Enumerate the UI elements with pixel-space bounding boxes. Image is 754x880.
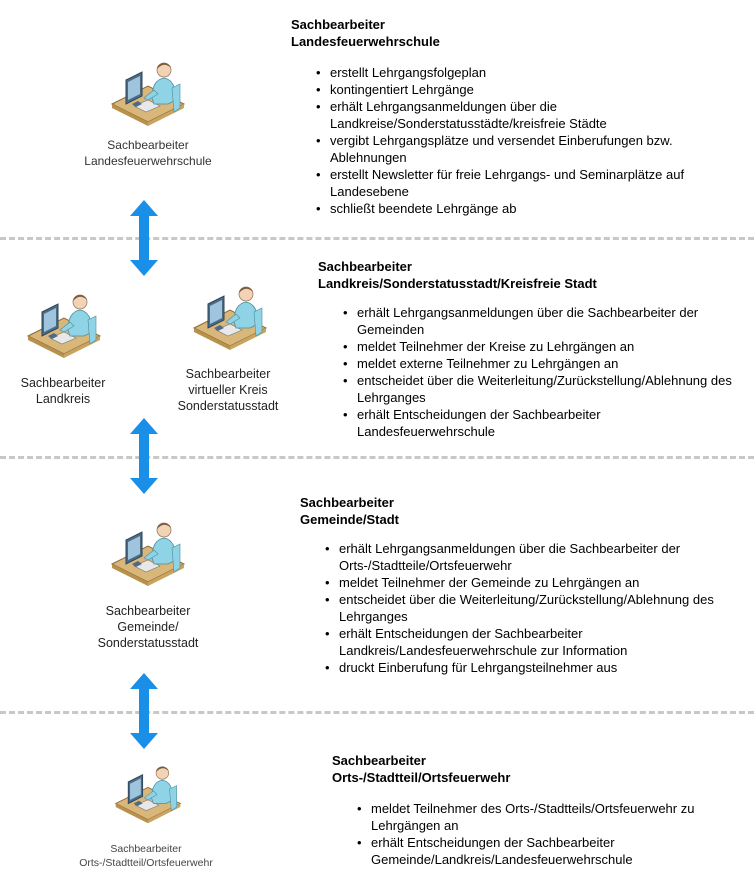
task-item: erhält Entscheidungen der Sachbearbeiter…: [341, 406, 736, 440]
task-item: erhält Lehrgangsanmeldungen über die Sac…: [341, 304, 736, 338]
double-arrow-vertical-icon: [130, 200, 158, 276]
section-separator: [0, 237, 754, 240]
task-item: erhält Entscheidungen der Sachbearbeiter…: [323, 625, 733, 659]
task-item: vergibt Lehrgangsplätze und versendet Ei…: [314, 132, 734, 166]
task-item: erhält Lehrgangsanmeldungen über die Lan…: [314, 98, 734, 132]
clerk-at-computer-icon: [108, 60, 188, 128]
role-caption: Sachbearbeiter virtueller Kreis Sonderst…: [177, 367, 279, 413]
clerk-at-computer-icon: [24, 292, 104, 360]
task-list: erhält Lehrgangsanmeldungen über die Sac…: [341, 304, 736, 440]
role-caption: Sachbearbeiter Landkreis: [20, 376, 106, 406]
task-item: meldet Teilnehmer der Kreise zu Lehrgäng…: [341, 338, 736, 355]
clerk-at-computer-icon: [112, 764, 184, 825]
task-list: meldet Teilnehmer des Orts-/Stadtteils/O…: [355, 800, 730, 868]
task-item: schließt beendete Lehrgänge ab: [314, 200, 734, 217]
task-item: erhält Entscheidungen der Sachbearbeiter…: [355, 834, 730, 868]
task-item: kontingentiert Lehrgänge: [314, 81, 734, 98]
section-title: Sachbearbeiter Orts-/Stadtteil/Ortsfeuer…: [332, 753, 511, 785]
role-caption: Sachbearbeiter Landesfeuerwehrschule: [84, 138, 212, 168]
role-caption: Sachbearbeiter Orts-/Stadtteil/Ortsfeuer…: [79, 843, 213, 869]
task-item: entscheidet über die Weiterleitung/Zurüc…: [323, 591, 733, 625]
task-list: erhält Lehrgangsanmeldungen über die Sac…: [323, 540, 733, 676]
task-item: druckt Einberufung für Lehrgangsteilnehm…: [323, 659, 733, 676]
clerk-at-computer-icon: [108, 520, 188, 588]
task-item: entscheidet über die Weiterleitung/Zurüc…: [341, 372, 736, 406]
task-item: meldet Teilnehmer des Orts-/Stadtteils/O…: [355, 800, 730, 834]
task-item: erstellt Newsletter für freie Lehrgangs-…: [314, 166, 734, 200]
clerk-at-computer-icon: [190, 284, 270, 352]
section-separator: [0, 456, 754, 459]
section-title: Sachbearbeiter Landkreis/Sonderstatussta…: [318, 259, 597, 291]
task-item: meldet externe Teilnehmer zu Lehrgängen …: [341, 355, 736, 372]
task-list: erstellt Lehrgangsfolgeplan kontingentie…: [314, 64, 734, 217]
role-caption: Sachbearbeiter Gemeinde/ Sonderstatussta…: [97, 604, 199, 650]
section-title: Sachbearbeiter Gemeinde/Stadt: [300, 495, 399, 527]
task-item: erstellt Lehrgangsfolgeplan: [314, 64, 734, 81]
task-item: erhält Lehrgangsanmeldungen über die Sac…: [323, 540, 733, 574]
double-arrow-vertical-icon: [130, 418, 158, 494]
task-item: meldet Teilnehmer der Gemeinde zu Lehrgä…: [323, 574, 733, 591]
section-separator: [0, 711, 754, 714]
double-arrow-vertical-icon: [130, 673, 158, 749]
section-title: Sachbearbeiter Landesfeuerwehrschule: [291, 17, 440, 49]
